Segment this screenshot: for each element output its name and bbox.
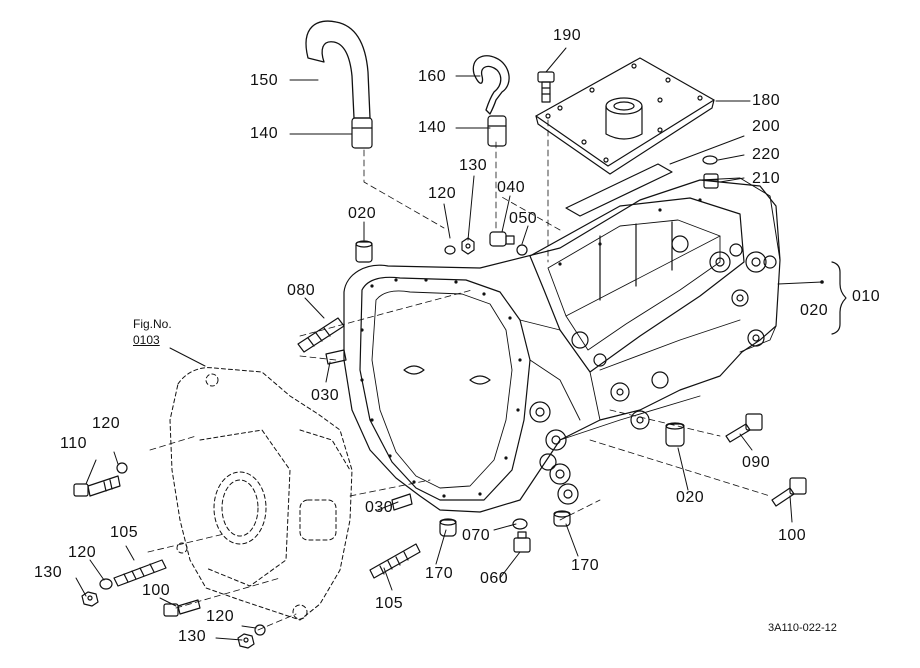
bolt-110 (73, 475, 121, 497)
callout-030-lower: 030 (365, 499, 394, 516)
leader-lines (75, 47, 823, 641)
assembly-bracket (831, 261, 847, 335)
callout-130-bottom: 130 (178, 628, 207, 645)
callout-120-top: 120 (428, 185, 457, 202)
washer-120-b (99, 578, 113, 590)
callout-150: 150 (250, 72, 279, 89)
callout-170-right: 170 (571, 557, 600, 574)
pin-030-lower (391, 493, 413, 511)
plug-170-right (553, 510, 571, 527)
callout-060: 060 (480, 570, 509, 587)
stud-080 (297, 317, 345, 353)
callout-080: 080 (287, 282, 316, 299)
callout-100-left: 100 (142, 582, 171, 599)
front-housing (169, 367, 353, 621)
dowel-020-top (355, 240, 373, 263)
callout-210: 210 (752, 170, 781, 187)
callout-010: 010 (852, 288, 881, 305)
callout-170-left: 170 (425, 565, 454, 582)
stud-105-left (113, 559, 167, 587)
nut-130 (461, 237, 475, 255)
transmission-case (343, 177, 781, 513)
hose-160 (472, 55, 510, 115)
cover-plate-180 (535, 57, 715, 175)
callout-180: 180 (752, 92, 781, 109)
callout-020-right-bracket: 020 (800, 302, 829, 319)
callout-105-left: 105 (110, 524, 139, 541)
plate-200 (565, 163, 673, 217)
bolt-100-right (771, 477, 807, 507)
plug-060 (513, 531, 531, 553)
callout-120-left: 120 (92, 415, 121, 432)
bolt-190 (537, 71, 555, 103)
drawing-code: 3A110-022-12 (768, 622, 837, 634)
callout-110: 110 (60, 435, 88, 452)
washer-070 (512, 518, 528, 530)
bolt-100-left (163, 599, 201, 617)
figure-reference-number: 0103 (133, 333, 160, 347)
nut-130-b (81, 591, 99, 607)
bolt-090 (725, 413, 763, 443)
coupling-140-right (487, 115, 507, 147)
callout-090: 090 (742, 454, 771, 471)
callout-030-upper: 030 (311, 387, 340, 404)
plug-040 (489, 231, 515, 247)
washer-050 (516, 244, 528, 256)
plug-170-left (439, 518, 457, 537)
callout-190: 190 (553, 27, 582, 44)
callout-020-top: 020 (348, 205, 377, 222)
callout-050: 050 (509, 210, 538, 227)
pin-030-upper (325, 349, 347, 365)
callout-070: 070 (462, 527, 491, 544)
figure-reference-label: Fig.No. (133, 317, 172, 331)
callout-120-mid: 120 (68, 544, 97, 561)
washer-220 (702, 155, 718, 165)
stud-105-right (369, 543, 421, 579)
callout-140-left: 140 (250, 125, 279, 142)
callout-160: 160 (418, 68, 447, 85)
callout-100-right: 100 (778, 527, 807, 544)
coupling-140-left (351, 117, 373, 149)
washer-120-c (254, 624, 266, 636)
callout-200: 200 (752, 118, 781, 135)
callout-020-bottom: 020 (676, 489, 705, 506)
callout-130-top: 130 (459, 157, 488, 174)
callout-140-right: 140 (418, 119, 447, 136)
dowel-020-right (665, 422, 685, 447)
callout-130-left: 130 (34, 564, 63, 581)
callout-220: 220 (752, 146, 781, 163)
washer-120-a (116, 462, 128, 474)
nut-130-c (237, 633, 255, 649)
hose-150 (305, 20, 371, 119)
callout-105-right: 105 (375, 595, 404, 612)
assembly-lines (147, 119, 771, 631)
callout-120-bottom: 120 (206, 608, 235, 625)
washer-120-top (444, 245, 456, 255)
callout-040: 040 (497, 179, 526, 196)
